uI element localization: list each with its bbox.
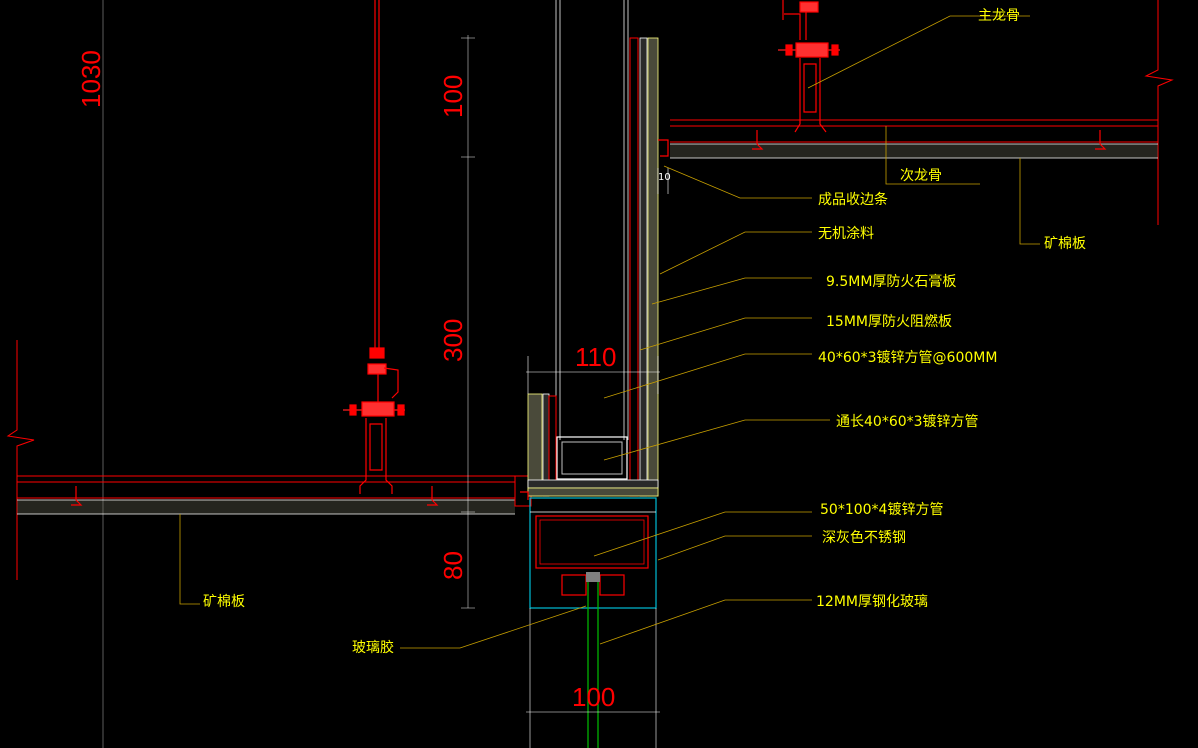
dim-80-text: 80: [438, 551, 468, 580]
dim-100-top-text: 100: [438, 75, 468, 118]
dim-10-text: 10: [658, 172, 671, 183]
glass-panel: [587, 582, 599, 748]
label-big-tube: 50*100*4镀锌方管: [820, 501, 943, 518]
dimension-10: [657, 168, 669, 194]
dimension-110: [526, 356, 660, 394]
right-ceiling: [670, 119, 1158, 159]
dim-110-text: 110: [575, 342, 616, 372]
vertical-dimension-chain: [461, 35, 475, 609]
label-glass: 12MM厚钢化玻璃: [816, 593, 928, 610]
label-main-keel: 主龙骨: [978, 8, 1020, 24]
right-break-line: [1144, 0, 1174, 225]
label-edge-strip: 成品收边条: [818, 191, 888, 208]
label-mineral-board-left: 矿棉板: [203, 593, 245, 610]
left-break-line: [6, 340, 35, 580]
left-ceiling: [17, 475, 532, 515]
leader-lines: [179, 15, 1040, 649]
label-gypsum-board: 9.5MM厚防火石膏板: [826, 273, 956, 290]
dim-1030-text: 1030: [76, 50, 106, 108]
label-square-tube: 40*60*3镀锌方管@600MM: [818, 349, 997, 366]
dimension-1030: 1030: [76, 0, 106, 748]
right-hanger-rod: [778, 0, 840, 133]
label-long-tube: 通长40*60*3镀锌方管: [836, 413, 979, 430]
label-mineral-board-right: 矿棉板: [1044, 235, 1086, 252]
label-stainless: 深灰色不锈钢: [822, 529, 906, 546]
base-tube-assembly: [529, 497, 657, 609]
dim-300-text: 300: [438, 319, 468, 362]
dimension-100-bottom: [526, 608, 660, 748]
left-main-keel: [343, 401, 405, 494]
left-hanger-rod: [367, 0, 399, 402]
label-inorganic-coating: 无机涂料: [818, 226, 874, 242]
light-box-frame: [520, 0, 669, 500]
label-secondary-keel: 次龙骨: [900, 168, 942, 184]
label-fire-board: 15MM厚防火阻燃板: [826, 313, 952, 330]
label-glass-glue: 玻璃胶: [352, 639, 394, 656]
dim-100-bottom-text: 100: [572, 682, 615, 712]
